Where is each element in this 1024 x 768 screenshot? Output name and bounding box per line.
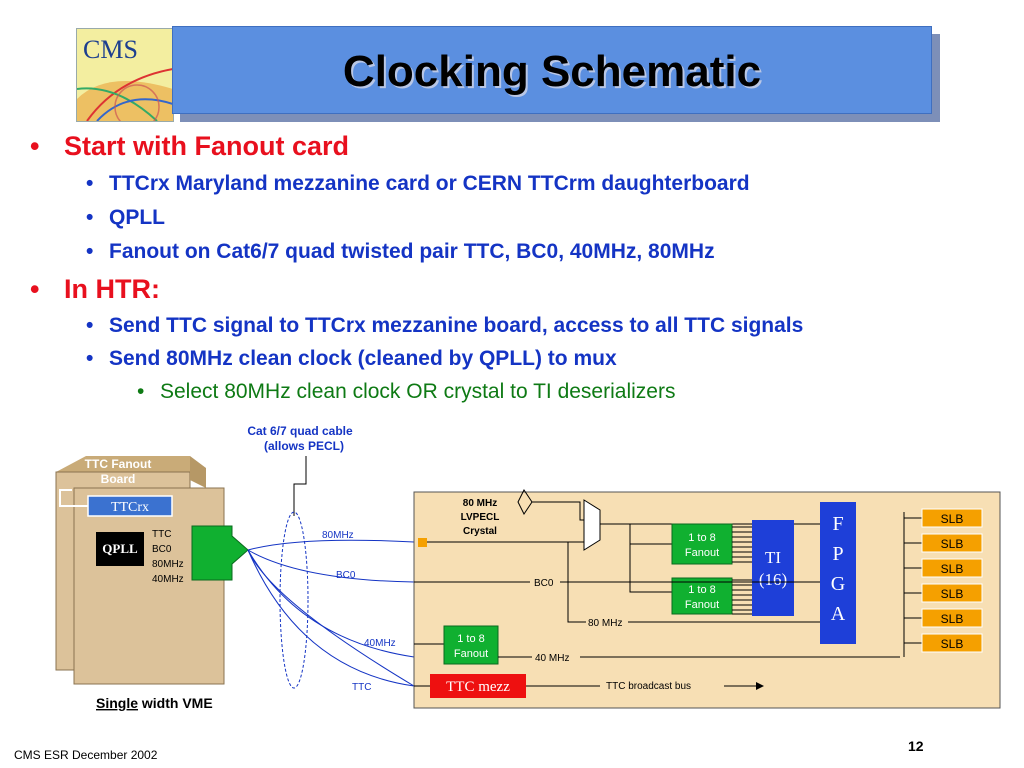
fanout-board-front bbox=[73, 487, 225, 685]
fpga-block bbox=[820, 502, 856, 644]
fanout-board-label-2: Board bbox=[101, 472, 136, 486]
bullet-marker: • bbox=[86, 314, 94, 337]
cms-logo: CMS bbox=[76, 28, 174, 122]
qpll-chip bbox=[96, 532, 144, 566]
cable-ellipse bbox=[279, 511, 309, 689]
mhz80-label: 80 MHz bbox=[588, 618, 622, 629]
wire-label-80mhz: 80MHz bbox=[322, 530, 354, 541]
bullet-marker: • bbox=[30, 131, 40, 161]
bullet-marker: • bbox=[86, 240, 94, 263]
crystal-label-3: Crystal bbox=[463, 526, 497, 537]
svg-text:G: G bbox=[831, 573, 845, 595]
board-signal-40mhz: 40MHz bbox=[152, 574, 184, 585]
bullet-ttcrx-mezzanine: TTCrx Maryland mezzanine card or CERN TT… bbox=[109, 172, 750, 195]
fanout-board-label-1: TTC Fanout bbox=[85, 457, 152, 471]
title-box bbox=[172, 26, 932, 114]
svg-text:P: P bbox=[832, 543, 843, 565]
fanout-1to8-lower bbox=[671, 577, 733, 615]
fanout-1to8-upper bbox=[671, 523, 733, 565]
bullet-marker: • bbox=[86, 347, 94, 370]
svg-text:1 to 8: 1 to 8 bbox=[457, 633, 485, 645]
ti-label-2: (16) bbox=[759, 570, 787, 589]
svg-text:Fanout: Fanout bbox=[685, 599, 719, 611]
fanout-1to8-40mhz bbox=[443, 625, 499, 665]
bus-arrow bbox=[756, 682, 764, 690]
ttcrx-label: TTCrx bbox=[111, 500, 149, 515]
ti-label-1: TI bbox=[765, 548, 781, 567]
svg-text:SLB: SLB bbox=[941, 562, 964, 576]
svg-text:1 to 8: 1 to 8 bbox=[688, 532, 716, 544]
bullet-marker: • bbox=[86, 206, 94, 229]
slb-6 bbox=[921, 633, 983, 653]
board-signal-80mhz: 80MHz bbox=[152, 559, 184, 570]
board-signal-ttc: TTC bbox=[152, 529, 171, 540]
bullet-select-80mhz: Select 80MHz clean clock OR crystal to T… bbox=[160, 380, 676, 403]
wire-label-bc0: BC0 bbox=[336, 570, 356, 581]
svg-text:1 to 8: 1 to 8 bbox=[688, 584, 716, 596]
bullet-start-with-fanout: Start with Fanout card bbox=[64, 131, 350, 161]
ti-deserializers bbox=[752, 520, 794, 616]
slb-3 bbox=[921, 558, 983, 578]
footer-text: CMS ESR December 2002 bbox=[14, 748, 158, 762]
board-signal-bc0: BC0 bbox=[152, 544, 172, 555]
svg-text:A: A bbox=[831, 603, 846, 625]
wire-label-40mhz: 40MHz bbox=[364, 638, 396, 649]
svg-text:SLB: SLB bbox=[941, 612, 964, 626]
svg-text:Fanout: Fanout bbox=[454, 648, 488, 660]
svg-text:SLB: SLB bbox=[941, 512, 964, 526]
rj45-connector bbox=[191, 525, 249, 581]
slb-5 bbox=[921, 608, 983, 628]
vme-caption: Single width VME bbox=[96, 695, 213, 711]
input-connector bbox=[418, 538, 427, 547]
svg-text:Fanout: Fanout bbox=[685, 547, 719, 559]
qpll-label: QPLL bbox=[102, 541, 138, 556]
bullet-marker: • bbox=[86, 172, 94, 195]
cable-label-2: (allows PECL) bbox=[264, 439, 344, 453]
page-number: 12 bbox=[908, 738, 924, 754]
clock-mux bbox=[583, 499, 601, 551]
bc0-label: BC0 bbox=[534, 578, 554, 589]
bullet-fanout-cat6: Fanout on Cat6/7 quad twisted pair TTC, … bbox=[109, 240, 715, 263]
fanout-outputs bbox=[732, 526, 752, 615]
svg-text:SLB: SLB bbox=[941, 637, 964, 651]
crystal-label-2: LVPECL bbox=[461, 512, 500, 523]
ttc-mezz-label: TTC mezz bbox=[446, 679, 510, 695]
wire-label-ttc: TTC bbox=[352, 682, 371, 693]
bullet-send-ttc: Send TTC signal to TTCrx mezzanine board… bbox=[109, 314, 804, 337]
svg-text:SLB: SLB bbox=[941, 587, 964, 601]
cable-label-1: Cat 6/7 quad cable bbox=[247, 424, 353, 438]
bullet-marker: • bbox=[30, 274, 40, 304]
crystal-label-1: 80 MHz bbox=[463, 498, 497, 509]
svg-text:SLB: SLB bbox=[941, 537, 964, 551]
slb-1 bbox=[921, 508, 983, 528]
ttcrx-chip bbox=[87, 495, 173, 517]
cms-logo-art bbox=[77, 29, 173, 121]
bullet-send-80mhz: Send 80MHz clean clock (cleaned by QPLL)… bbox=[109, 347, 617, 370]
svg-text:F: F bbox=[832, 513, 843, 535]
ttc-bus-label: TTC broadcast bus bbox=[606, 681, 691, 692]
slide-title: Clocking Schematic bbox=[342, 47, 762, 96]
bullet-qpll: QPLL bbox=[109, 206, 165, 229]
bullet-marker: • bbox=[137, 380, 145, 403]
ttc-mezz bbox=[430, 674, 526, 698]
slb-4 bbox=[921, 583, 983, 603]
mhz40-label: 40 MHz bbox=[535, 653, 569, 664]
bullet-in-htr: In HTR: bbox=[64, 274, 160, 304]
slb-2 bbox=[921, 533, 983, 553]
logo-text: CMS bbox=[83, 35, 138, 64]
cable-wires bbox=[247, 539, 415, 687]
